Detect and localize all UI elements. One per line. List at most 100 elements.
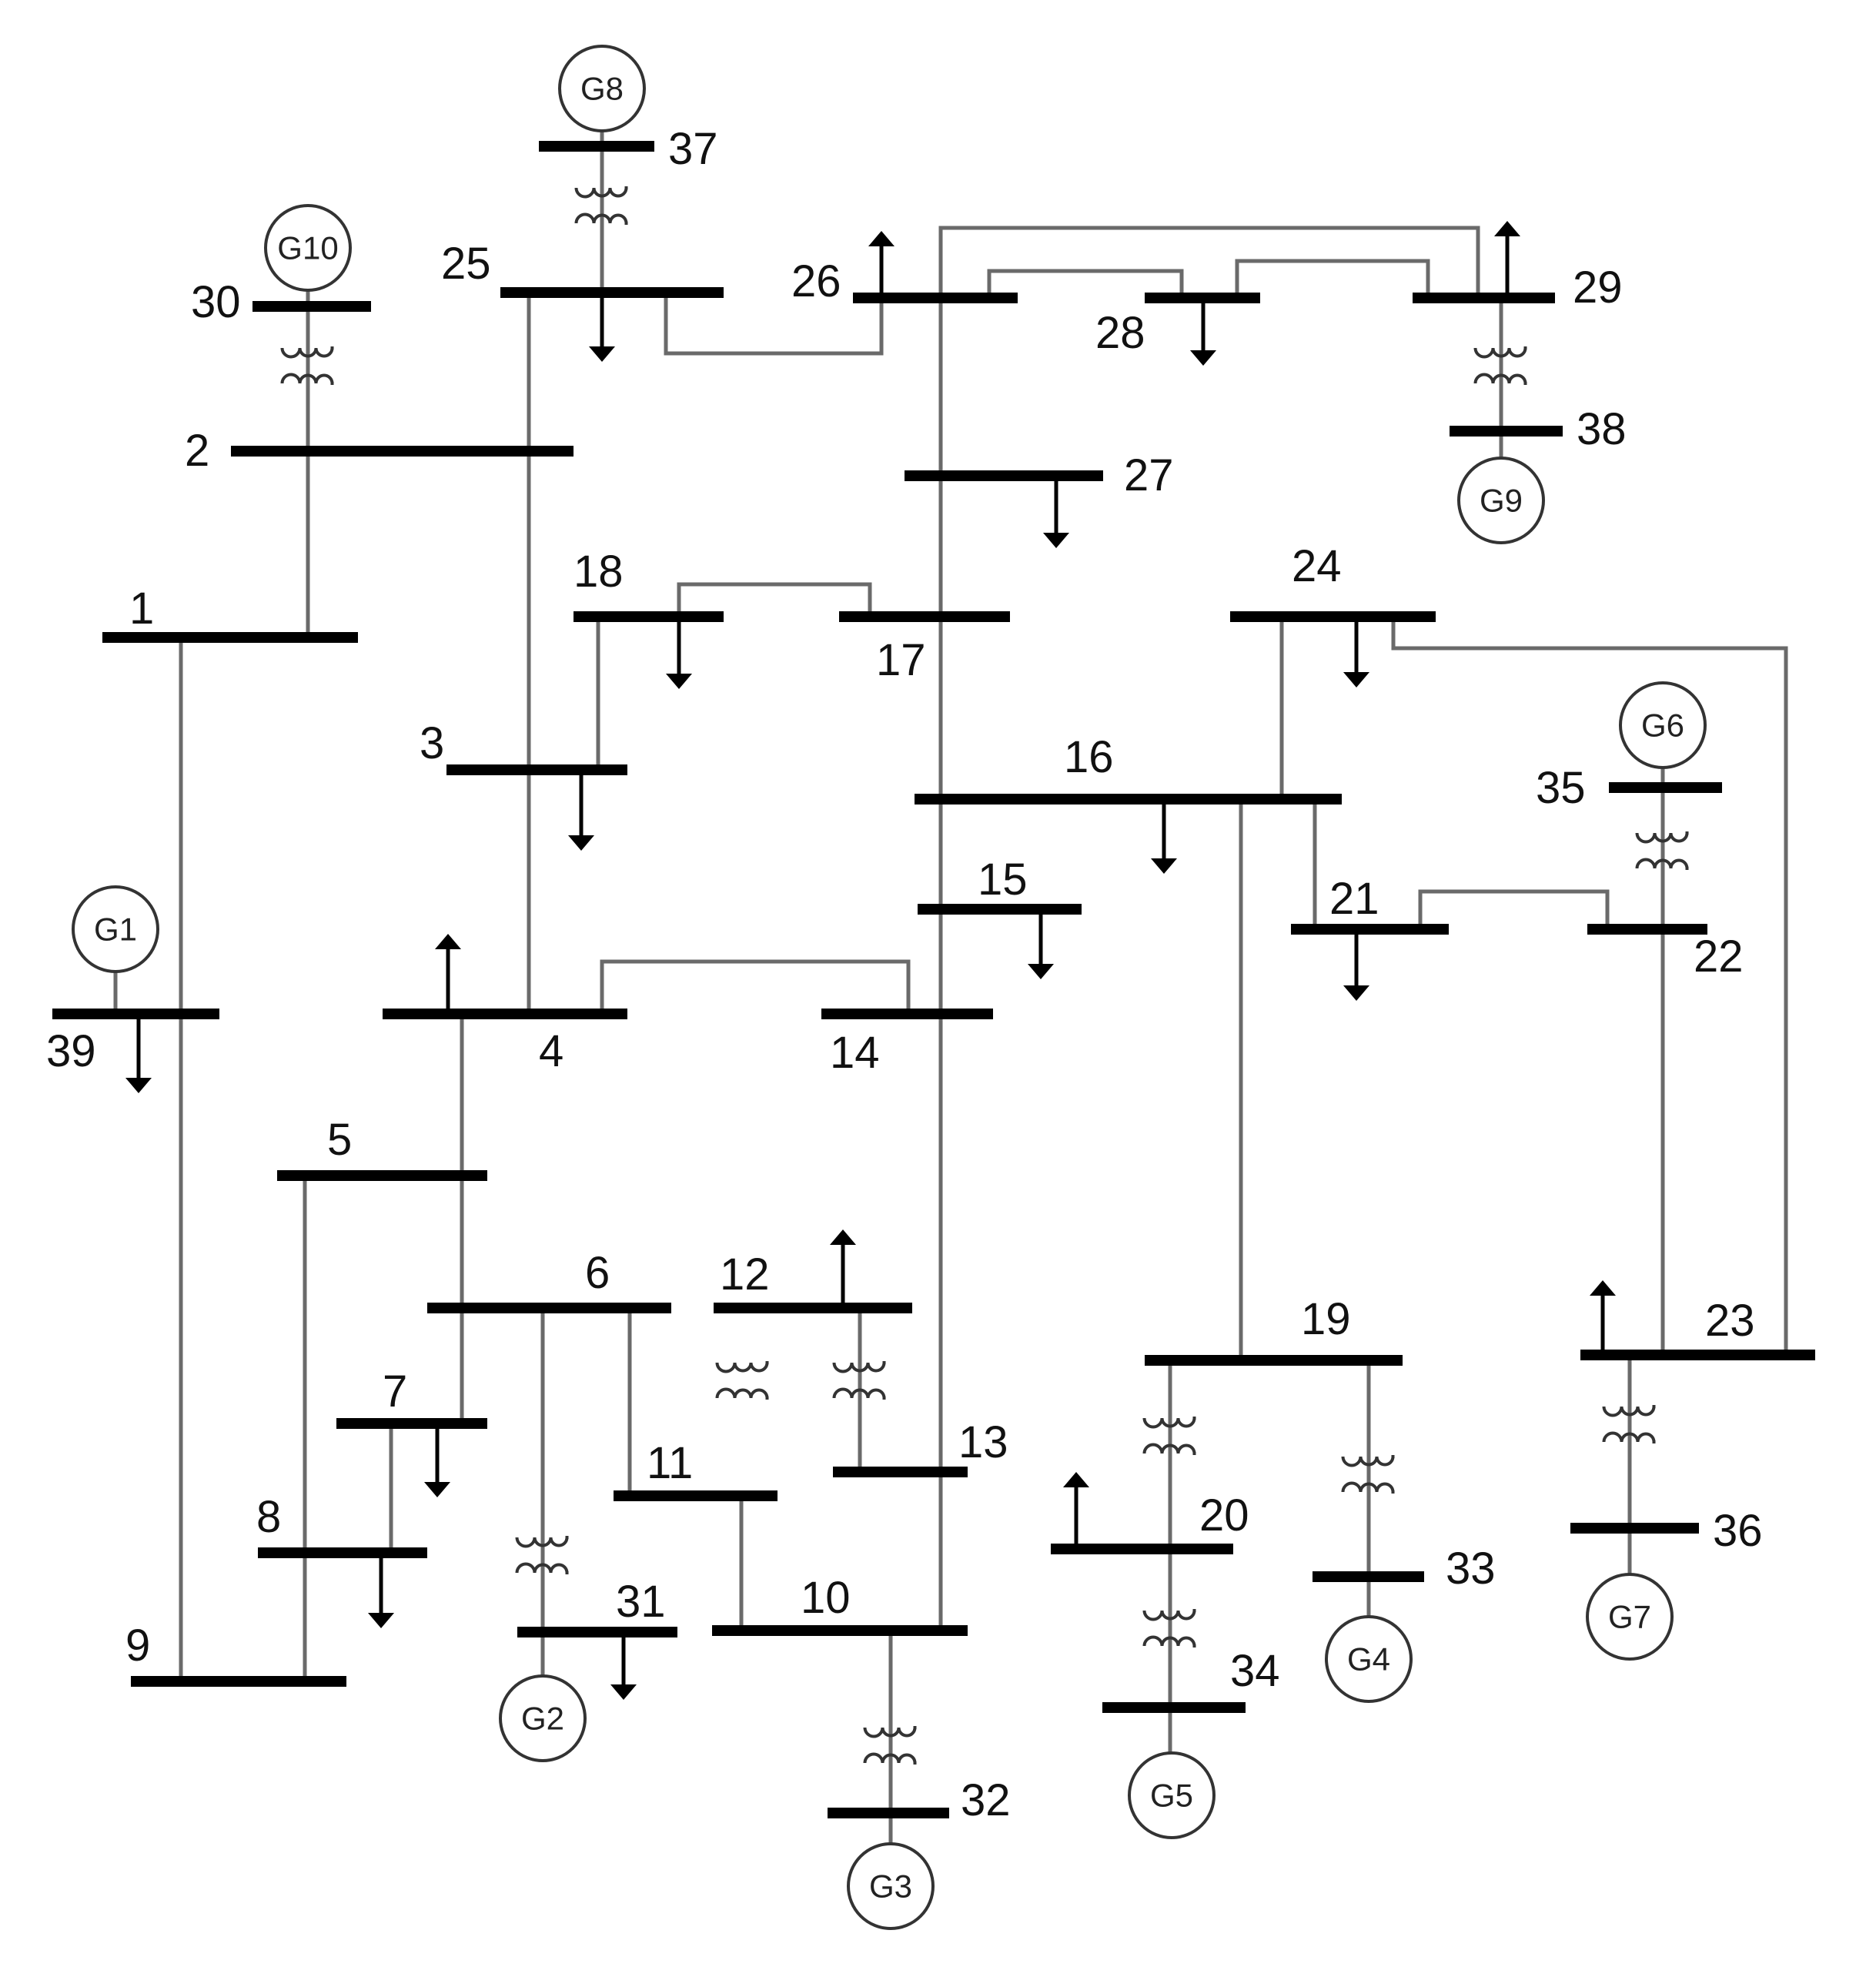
arrow-icon [1590,1280,1616,1355]
load-arrows [125,221,1616,1700]
transformer-icon [1473,346,1527,385]
bus-label-2: 2 [185,426,209,476]
generator-icon[interactable]: G1 [72,885,159,973]
transformer-icon [574,186,628,225]
bus-label-30: 30 [191,277,241,327]
generator-label-g1: G1 [94,912,137,948]
generator-icon[interactable]: G5 [1128,1751,1216,1839]
transformer-icon [832,1361,886,1400]
arrow-icon [666,617,692,689]
arrow-icon [125,1014,152,1093]
generator-label-g7: G7 [1608,1599,1651,1635]
bus-label-7: 7 [383,1367,407,1417]
line-4-14 [600,959,911,1014]
transformers [280,186,1689,1765]
transformer-icon [1142,1609,1196,1648]
bus-label-10: 10 [801,1573,851,1623]
arrow-icon [1190,298,1216,366]
transformer-icon [1341,1455,1395,1494]
bus-label-36: 36 [1713,1506,1763,1556]
line-18-17 [677,582,872,617]
busbars [52,141,1815,1818]
bus-label-24: 24 [1292,541,1342,591]
generator-stubs [113,122,1665,1844]
bus-label-6: 6 [585,1248,610,1298]
bus-label-32: 32 [961,1775,1011,1825]
generator-label-g9: G9 [1480,483,1523,519]
generator-label-g8: G8 [580,71,624,107]
transformer-icon [863,1726,917,1765]
line-21-22 [1418,889,1610,929]
bus-label-39: 39 [46,1026,96,1076]
arrow-icon [435,934,461,1014]
bus-label-29: 29 [1573,263,1623,313]
arrow-icon [589,293,615,362]
bus-label-15: 15 [978,855,1028,905]
bus-label-22: 22 [1694,932,1744,982]
bus-label-34: 34 [1230,1646,1280,1696]
generator-icon[interactable]: G10 [264,204,352,292]
transformer-icon [515,1536,569,1574]
arrow-icon [1151,799,1177,874]
bus-label-16: 16 [1064,732,1114,782]
bus-label-8: 8 [256,1492,281,1542]
bus-label-33: 33 [1446,1544,1496,1594]
arrow-icon [1028,909,1054,979]
generator-icon[interactable]: G9 [1457,457,1545,544]
line-26-28 [987,269,1184,298]
generator-label-g6: G6 [1641,708,1684,744]
bus-label-38: 38 [1577,404,1627,454]
bus-label-19: 19 [1301,1294,1351,1344]
bus-label-28: 28 [1095,308,1145,358]
generator-label-g10: G10 [277,230,338,266]
transformer-icon [280,346,334,385]
generator-icon[interactable]: G6 [1619,681,1707,769]
transformer-icon [1635,831,1689,870]
arrow-icon [568,770,594,851]
line-25-26 [664,293,884,356]
bus-label-26: 26 [791,256,841,306]
arrow-icon [424,1423,450,1497]
bus-label-25: 25 [441,239,491,289]
generator-icon[interactable]: G2 [499,1674,587,1762]
generator-icon[interactable]: G4 [1325,1615,1413,1703]
bus-label-3: 3 [420,718,444,768]
generator-label-g2: G2 [521,1701,564,1737]
bus-label-13: 13 [958,1417,1008,1467]
arrow-icon [1343,617,1369,687]
bus-label-21: 21 [1329,874,1379,924]
bus-label-12: 12 [720,1249,770,1300]
bus-label-4: 4 [539,1026,563,1076]
arrow-icon [1063,1472,1089,1549]
bus-label-20: 20 [1199,1490,1249,1540]
generator-icon[interactable]: G7 [1586,1573,1674,1661]
bus-label-9: 9 [125,1621,150,1671]
arrow-icon [868,231,895,298]
bus-label-17: 17 [876,635,926,685]
arrow-icon [1343,929,1369,1001]
bus-label-23: 23 [1705,1296,1755,1346]
arrow-icon [368,1553,394,1628]
transformer-icon [715,1361,769,1400]
generator-icon[interactable]: G8 [558,45,646,132]
bus-label-18: 18 [574,547,624,597]
bus-label-5: 5 [327,1115,352,1165]
bus-label-11: 11 [647,1438,693,1488]
bus-label-27: 27 [1124,450,1174,500]
bus-labels: 1 2 3 4 5 6 7 8 9 10 11 12 13 14 15 16 1… [46,124,1763,1825]
arrow-icon [830,1229,856,1308]
arrow-icon [1494,221,1520,298]
transformer-icon [1602,1405,1656,1443]
transformer-icon [1142,1417,1196,1455]
bus-label-14: 14 [830,1028,880,1078]
generator-label-g3: G3 [869,1868,912,1905]
generator-icon[interactable]: G3 [847,1842,935,1930]
arrow-icon [610,1632,637,1700]
bus-label-1: 1 [129,584,154,634]
line-26-29 [938,226,1480,298]
transmission-lines [179,146,1788,1813]
bus-label-31: 31 [616,1577,666,1627]
generator-label-g4: G4 [1347,1641,1390,1678]
generators: G1 G2 G3 G4 G5 G6 G7 G8 [72,45,1707,1930]
